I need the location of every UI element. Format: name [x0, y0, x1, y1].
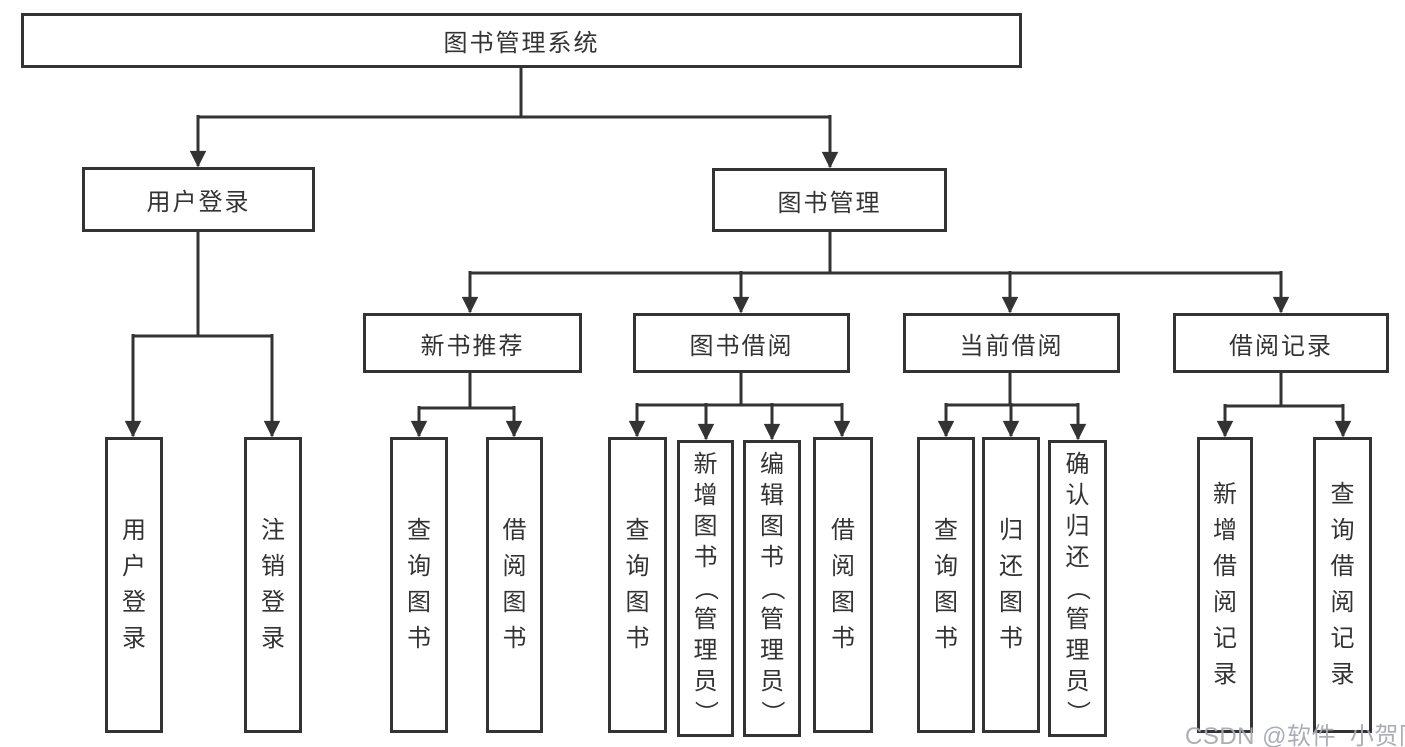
node-label: 图书管理	[777, 189, 882, 217]
node-label: 查询图书	[407, 517, 431, 652]
leaf-query-books-recommend: 查询图书	[390, 437, 448, 733]
leaf-add-borrow-record: 新增借阅记录	[1197, 437, 1253, 733]
node-label: 归还图书	[999, 517, 1023, 652]
node-label: 注销登录	[261, 517, 285, 652]
node-label: 借阅图书	[831, 517, 855, 652]
node-label: 新书推荐	[420, 332, 525, 360]
leaf-edit-books-admin: 编辑图书（管理员）	[743, 440, 801, 737]
node-root-system: 图书管理系统	[21, 13, 1022, 68]
node-current-borrowing: 当前借阅	[903, 313, 1120, 373]
leaf-confirm-return-admin: 确认归还（管理员）	[1048, 440, 1107, 737]
node-label: 确认归还（管理员）	[1064, 450, 1092, 725]
leaf-borrow-books-recommend: 借阅图书	[486, 437, 543, 733]
leaf-query-books-borrow: 查询图书	[608, 437, 667, 733]
leaf-query-borrow-record: 查询借阅记录	[1313, 437, 1372, 733]
node-label: 查询借阅记录	[1330, 481, 1355, 688]
node-label: 图书管理系统	[443, 30, 600, 57]
node-label: 借阅图书	[502, 517, 527, 652]
node-label: 查询图书	[934, 517, 958, 652]
leaf-return-books: 归还图书	[982, 437, 1040, 733]
node-new-book-recommend: 新书推荐	[363, 313, 582, 373]
node-label: 图书借阅	[689, 332, 794, 360]
node-label: 编辑图书（管理员）	[759, 450, 786, 725]
node-label: 新增图书（管理员）	[692, 450, 720, 725]
leaf-query-books-current: 查询图书	[917, 437, 975, 733]
leaf-logout: 注销登录	[244, 437, 302, 733]
node-user-login: 用户登录	[82, 167, 315, 232]
node-borrow-records: 借阅记录	[1173, 313, 1389, 373]
node-label: 查询图书	[625, 517, 650, 652]
csdn-watermark: CSDN @软件_小贺同学	[1185, 723, 1405, 747]
leaf-borrow-books: 借阅图书	[813, 437, 873, 733]
leaf-add-books-admin: 新增图书（管理员）	[677, 440, 734, 737]
node-book-borrowing: 图书借阅	[633, 313, 850, 373]
node-label: 新增借阅记录	[1213, 481, 1237, 688]
node-label: 用户登录	[122, 517, 146, 652]
node-label: 用户登录	[146, 189, 251, 216]
leaf-user-login: 用户登录	[105, 437, 163, 733]
node-book-management: 图书管理	[712, 168, 947, 232]
node-label: 当前借阅	[959, 332, 1064, 360]
node-label: 借阅记录	[1229, 332, 1333, 360]
